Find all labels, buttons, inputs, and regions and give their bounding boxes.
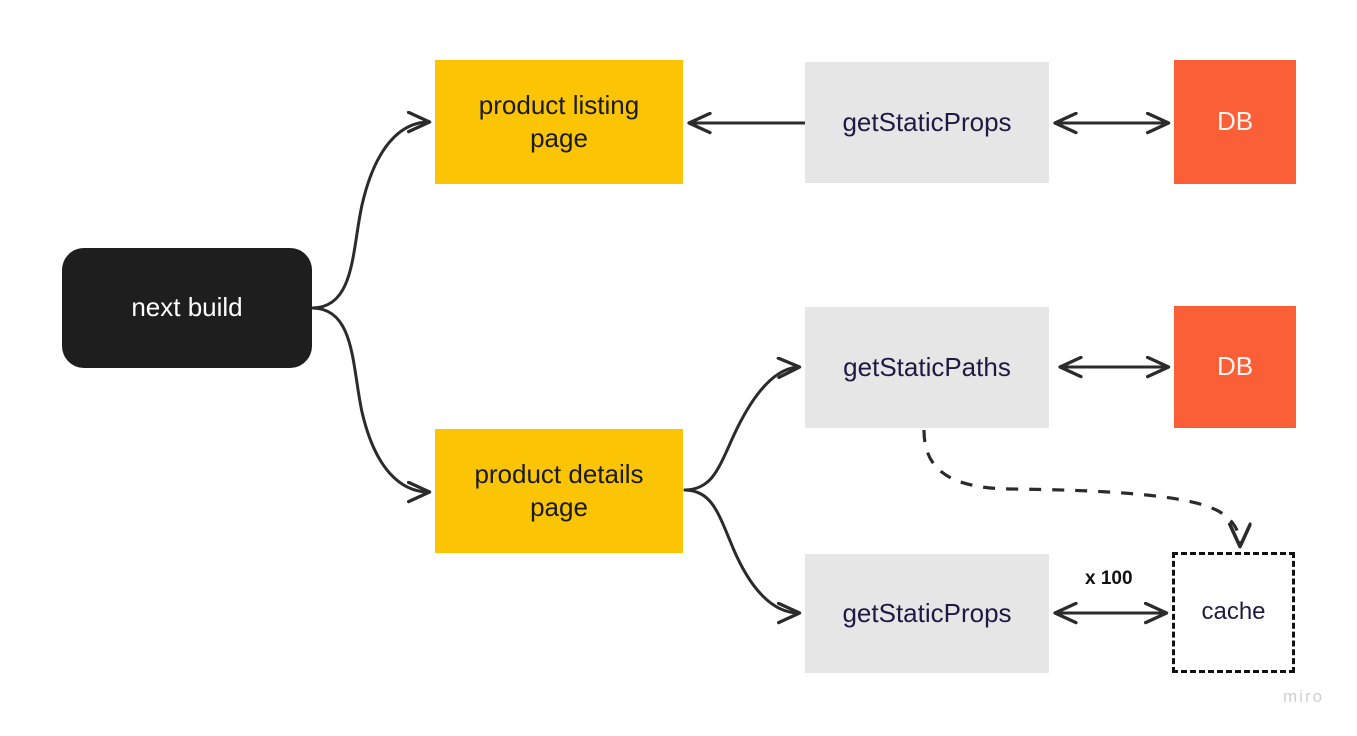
miro-watermark: miro [1283,687,1325,706]
node-getstaticpaths[interactable]: getStaticPaths [805,307,1049,428]
node-product-details-page[interactable]: product details page [435,429,683,553]
node-getstaticpaths-label: getStaticPaths [843,351,1011,382]
node-getstaticprops-details[interactable]: getStaticProps [805,554,1049,673]
node-db-listing[interactable]: DB [1174,60,1296,184]
edge-product-details-to-getstaticpaths [683,367,799,492]
edge-label-cache-multiplier: x 100 [1085,568,1133,589]
node-getstaticprops-listing-label: getStaticProps [842,106,1012,137]
edge-product-details-to-getstaticprops [683,488,799,613]
node-product-listing-page-label: product listing page [478,89,640,153]
node-cache-label: cache [1201,598,1266,626]
node-next-build[interactable]: next build [62,248,312,368]
node-product-listing-page[interactable]: product listing page [435,60,683,184]
edge-next-build-to-product-listing [311,122,429,310]
node-getstaticprops-details-label: getStaticProps [842,597,1012,628]
node-db-details-label: DB [1216,351,1254,382]
node-product-details-page-label: product details page [474,458,644,522]
node-db-details[interactable]: DB [1174,306,1296,428]
node-db-listing-label: DB [1216,106,1254,137]
node-cache[interactable]: cache [1172,552,1295,673]
edge-getstaticpaths-to-cache-dashed [922,429,1240,546]
node-next-build-label: next build [131,292,243,323]
node-getstaticprops-listing[interactable]: getStaticProps [805,62,1049,183]
edge-next-build-to-product-details [311,306,429,492]
